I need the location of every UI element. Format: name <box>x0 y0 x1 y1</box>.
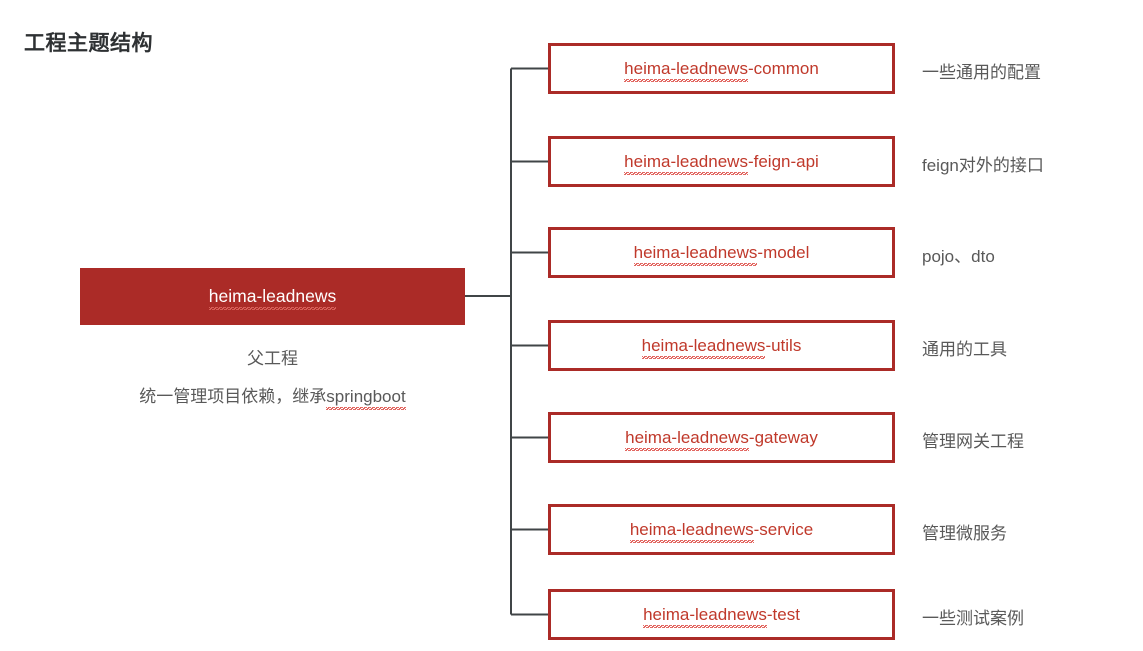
module-label-prefix: heima-leadnews <box>624 151 748 175</box>
module-label-suffix: -utils <box>765 335 802 355</box>
module-label-suffix: -gateway <box>748 427 818 447</box>
page-title: 工程主题结构 <box>24 32 153 55</box>
module-annotation-feign-api: feign对外的接口 <box>922 155 1044 175</box>
module-box-label: heima-leadnews-common <box>624 58 819 82</box>
module-box-label: heima-leadnews-gateway <box>625 427 818 451</box>
module-label-prefix: heima-leadnews <box>629 519 754 543</box>
root-caption-secondary-misspelled: springboot <box>326 387 407 410</box>
module-annotation-utils: 通用的工具 <box>922 339 1007 359</box>
module-label-suffix: -model <box>757 242 810 262</box>
module-box-feign-api[interactable]: heima-leadnews-feign-api <box>548 136 895 187</box>
module-label-suffix: -common <box>747 58 819 78</box>
module-label-prefix: heima-leadnews <box>643 604 767 628</box>
module-box-label: heima-leadnews-feign-api <box>624 151 819 175</box>
module-box-label: heima-leadnews-service <box>629 519 814 543</box>
root-node-box[interactable]: heima-leadnews <box>80 268 465 325</box>
module-box-gateway[interactable]: heima-leadnews-gateway <box>548 412 895 463</box>
module-label-prefix: heima-leadnews <box>641 335 766 359</box>
root-node-label-text: heima-leadnews <box>208 286 337 310</box>
module-label-prefix: heima-leadnews <box>625 427 749 451</box>
module-box-test[interactable]: heima-leadnews-test <box>548 589 895 640</box>
module-label-suffix: -feign-api <box>747 151 819 171</box>
root-caption-secondary-cjk: 统一管理项目依赖，继承 <box>139 387 327 406</box>
module-box-common[interactable]: heima-leadnews-common <box>548 43 895 94</box>
module-box-model[interactable]: heima-leadnews-model <box>548 227 895 278</box>
module-box-label: heima-leadnews-test <box>643 604 800 628</box>
module-label-suffix: -test <box>766 604 800 624</box>
module-annotation-gateway: 管理网关工程 <box>922 431 1024 451</box>
root-caption-primary: 父工程 <box>247 349 298 368</box>
module-annotation-test: 一些测试案例 <box>922 608 1024 628</box>
module-annotation-service: 管理微服务 <box>922 523 1007 543</box>
module-label-prefix: heima-leadnews <box>624 58 748 82</box>
module-annotation-model: pojo、dto <box>922 246 995 266</box>
module-box-label: heima-leadnews-model <box>633 242 810 266</box>
module-box-utils[interactable]: heima-leadnews-utils <box>548 320 895 371</box>
root-caption-secondary: 统一管理项目依赖，继承springboot <box>80 382 465 410</box>
module-label-prefix: heima-leadnews <box>633 242 758 266</box>
module-label-suffix: -service <box>753 519 814 539</box>
root-node-label: heima-leadnews <box>208 286 337 310</box>
module-box-service[interactable]: heima-leadnews-service <box>548 504 895 555</box>
module-annotation-common: 一些通用的配置 <box>922 62 1041 82</box>
module-box-label: heima-leadnews-utils <box>641 335 802 359</box>
